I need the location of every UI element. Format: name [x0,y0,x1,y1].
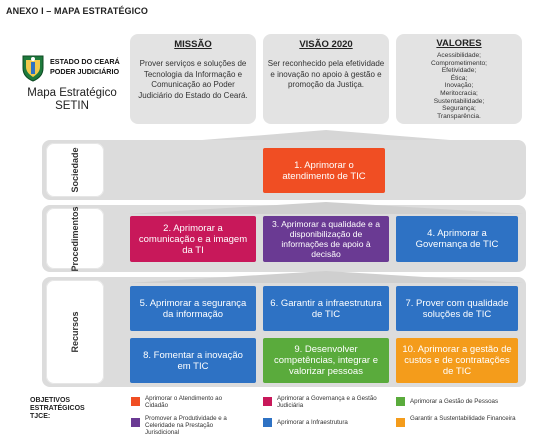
org-name-line2: PODER JUDICIÁRIO [50,67,120,76]
value-item: Comprometimento; [430,59,488,67]
values-title: VALORES [436,38,482,49]
objective-10: 10. Aprimorar a gestão de custos e de co… [396,338,518,383]
objective-1: 1. Aprimorar o atendimento de TIC [263,148,385,193]
value-item: Transparência. [437,112,481,120]
legend-swatch-blue [263,418,272,427]
objective-4: 4. Aprimorar a Governança de TIC [396,216,518,262]
values-list: Acessibilidade;Comprometimento;Efetivida… [396,52,522,120]
perspective-processes: Procedimentos [46,205,104,272]
legend-swatch-orange [396,418,405,427]
value-item: Inovação; [444,82,474,90]
legend-item-label: Aprimorar a Governança e a Gestão Judici… [277,395,377,410]
value-item: Meritocracia; [440,89,478,97]
mission-text: Prover serviços e soluções de Tecnologia… [138,59,248,100]
mission-card: MISSÃO Prover serviços e soluções de Tec… [130,34,256,124]
legend-swatch-green [396,397,405,406]
chevron-divider-bottom [128,271,524,283]
value-item: Efetividade; [441,67,477,75]
mission-title: MISSÃO [174,39,212,50]
value-item: Segurança; [442,105,476,113]
perspective-resources-label: Recursos [70,311,80,353]
map-title: Mapa Estratégico SETIN [27,87,117,112]
legend-swatch-purple [131,418,140,427]
objective-6: 6. Garantir a infraestrutura de TIC [263,286,389,331]
values-card: VALORES Acessibilidade;Comprometimento;E… [396,34,522,124]
value-item: Ética; [450,74,468,82]
vision-text: Ser reconhecido pela efetividade e inova… [267,59,385,89]
perspective-processes-label: Procedimentos [70,205,80,272]
legend-title: OBJETIVOS ESTRATÉGICOS TJCE: [30,397,85,420]
value-item: Sustentabilidade; [433,97,485,105]
objective-9: 9. Desenvolver competências, integrar e … [263,338,389,383]
legend-swatch-red [131,397,140,406]
legend-swatch-pink [263,397,272,406]
objective-5: 5. Aprimorar a segurança da informação [130,286,256,331]
legend-item-label: Aprimorar o Atendimento ao Cidadão [145,395,223,410]
annex-title: ANEXO I – MAPA ESTRATÉGICO [6,6,148,16]
objective-3: 3. Aprimorar a qualidade e a disponibili… [263,216,389,262]
perspective-society: Sociedade [46,143,104,197]
org-name-line1: ESTADO DO CEARÁ [50,57,120,66]
legend-item-label: Promover a Produtividade e a Celeridade … [145,415,227,437]
objective-2: 2. Aprimorar a comunicação e a imagem da… [130,216,256,262]
perspective-society-label: Sociedade [70,147,80,193]
legend-item-label: Aprimorar a Infraestrutura [277,419,348,426]
legend-item-label: Aprimorar a Gestão de Pessoas [410,398,499,405]
value-item: Acessibilidade; [437,52,481,59]
coat-of-arms-icon [22,55,44,82]
legend-item-label: Garantir a Sustentabilidade Financeira [410,415,516,422]
objective-7: 7. Prover com qualidade soluções de TIC [396,286,518,331]
objective-8: 8. Fomentar a inovação em TIC [130,338,256,383]
vision-card: VISÃO 2020 Ser reconhecido pela efetivid… [263,34,389,124]
chevron-divider-middle [128,202,524,214]
vision-title: VISÃO 2020 [299,39,353,50]
perspective-resources: Recursos [46,280,104,384]
